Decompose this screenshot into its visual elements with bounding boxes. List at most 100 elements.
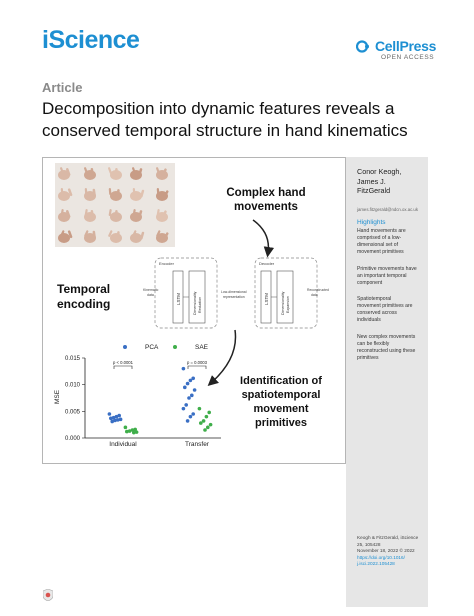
y-tick-label: 0.015 <box>65 356 81 362</box>
corresponding-email[interactable]: james.fitzgerald@ndcn.ox.ac.uk <box>357 207 418 212</box>
lstm-text: LSTM <box>176 293 181 305</box>
data-point <box>188 378 193 383</box>
hand-photo <box>103 163 127 184</box>
flow-arrows <box>207 219 275 386</box>
journal-logo: iScience <box>42 26 140 54</box>
highlight-line: component <box>357 280 383 286</box>
data-point <box>204 414 209 419</box>
dim-expansion-block <box>276 270 294 324</box>
label-line: primitives <box>255 417 307 429</box>
highlight-line: an important temporal <box>357 273 407 279</box>
reconstructed-text: data <box>311 293 318 297</box>
hand-photo <box>103 184 127 205</box>
citation-line: November 18, 2022 © 2022 <box>357 548 415 554</box>
publisher-name: CellPress <box>375 38 437 54</box>
decoder-label: Decoder <box>259 261 275 266</box>
highlight-line: primitives <box>357 355 379 361</box>
data-point <box>188 414 193 419</box>
identification-label: Identification of spatiotemporal movemen… <box>221 374 341 430</box>
citation-line: 25, 105428 <box>357 541 381 547</box>
x-tick-label: Individual <box>109 441 137 448</box>
dim-reduction-text: Reduction <box>198 297 202 313</box>
highlight-line: comprised of a low- <box>357 235 402 241</box>
data-point <box>114 414 119 419</box>
graphical-abstract: Complex hand movements Temporal encoding… <box>42 157 346 464</box>
low-dim-text: Low-dimensional <box>221 290 247 294</box>
lstm-text: LSTM <box>264 293 269 305</box>
reconstructed-text: Reconstructed <box>307 288 329 292</box>
highlight-item: New complex movements can be flexibly re… <box>357 334 427 362</box>
hand-photo <box>79 163 103 184</box>
data-point <box>111 415 116 420</box>
x-tick-label: Transfer <box>185 441 210 448</box>
citation-line: Keogh & FitzGerald, iScience <box>357 535 419 540</box>
open-access-label: OPEN ACCESS <box>381 54 435 61</box>
hand-photo <box>55 226 79 247</box>
complex-movements-label: Complex hand movements <box>211 186 321 214</box>
hand-photo <box>151 226 175 247</box>
y-axis-label: MSE <box>54 389 61 404</box>
data-point <box>206 425 210 430</box>
data-point <box>192 388 197 392</box>
data-point <box>107 412 112 416</box>
side-panel: Conor Keogh, James J. FitzGerald james.f… <box>346 157 428 607</box>
article-title: Decomposition into dynamic features reve… <box>42 98 452 142</box>
y-tick-label: 0.005 <box>65 409 81 415</box>
data-point <box>203 428 207 432</box>
legend-marker <box>123 345 127 349</box>
author-line: Conor Keogh, <box>357 167 402 176</box>
data-point <box>185 381 190 386</box>
highlight-line: dimensional set of <box>357 242 399 248</box>
doi-link[interactable]: https://doi.org/10.1016/ j.isci.2022.105… <box>357 555 427 568</box>
data-point <box>184 403 188 407</box>
data-point <box>187 396 191 400</box>
data-point <box>181 366 186 371</box>
data-point <box>133 427 137 432</box>
highlights-heading: Highlights <box>357 219 386 226</box>
data-point <box>191 376 195 381</box>
p-value-label: p = 0.0003 <box>187 360 208 365</box>
label-line: Complex hand <box>226 187 306 199</box>
hand-photo <box>127 226 151 247</box>
citation-block: Keogh & FitzGerald, iScience 25, 105428 … <box>357 535 427 568</box>
data-point <box>183 385 187 390</box>
label-line: spatiotemporal <box>241 389 321 401</box>
low-dim-text: representation <box>223 295 245 299</box>
hand-photo <box>55 184 79 205</box>
highlight-line: reconstructed using these <box>357 348 416 354</box>
hand-photo <box>79 184 103 205</box>
decoder-box <box>254 257 318 329</box>
hand-photo <box>103 205 127 226</box>
article-type: Article <box>42 80 83 95</box>
highlight-line: New complex movements <box>357 334 416 340</box>
hand-photo <box>79 205 103 226</box>
arrow-to-primitives <box>207 329 237 386</box>
hand-photo <box>79 226 103 247</box>
encoder-label: Encoder <box>159 261 175 266</box>
data-point <box>125 429 129 434</box>
check-for-updates-icon[interactable] <box>43 589 53 601</box>
highlight-item: Hand movements are comprised of a low- d… <box>357 228 427 256</box>
autoencoder-diagram: Encoder Decoder LSTM LSTM Dimensionality… <box>143 257 329 329</box>
doi-line[interactable]: https://doi.org/10.1016/ <box>357 554 405 560</box>
label-line: movement <box>253 403 309 415</box>
data-point <box>207 410 211 415</box>
highlight-item: Spatiotemporal movement primitives are c… <box>357 296 427 324</box>
legend-label: SAE <box>195 344 209 351</box>
p-value-label: p < 0.0001 <box>113 360 134 365</box>
y-tick-label: 0.010 <box>65 383 81 389</box>
doi-line[interactable]: j.isci.2022.105428 <box>357 561 395 567</box>
hand-photo <box>151 184 175 205</box>
data-point <box>132 430 136 435</box>
data-point <box>199 421 203 425</box>
data-point <box>197 406 202 411</box>
data-point <box>191 412 195 416</box>
author-line: James J. <box>357 176 386 186</box>
legend-label: PCA <box>145 344 159 351</box>
label-line: movements <box>234 201 298 213</box>
hand-photo <box>103 226 127 247</box>
encoder-box <box>154 257 218 329</box>
cellpress-icon <box>356 39 369 53</box>
dim-reduction-block <box>188 270 206 324</box>
